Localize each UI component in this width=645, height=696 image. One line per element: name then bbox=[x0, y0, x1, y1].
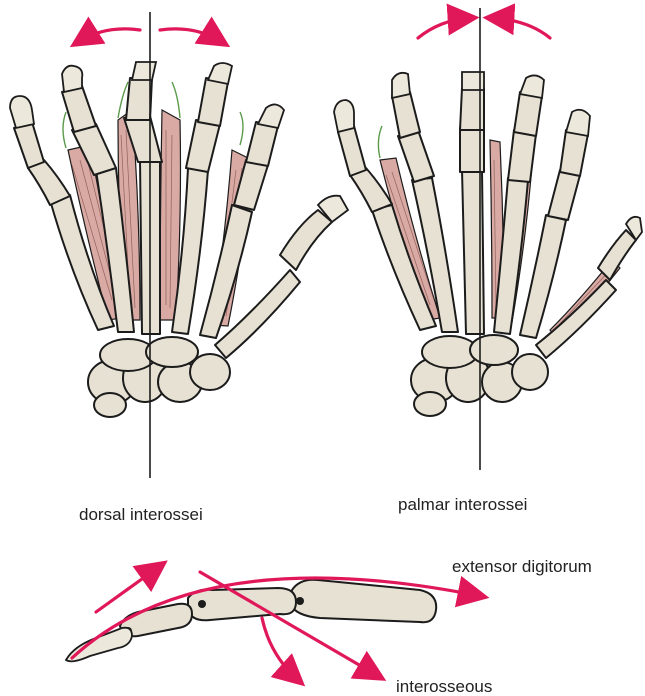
palmar-interossei-label: palmar interossei bbox=[398, 495, 527, 514]
adduction-arrow-left bbox=[418, 18, 470, 38]
abduction-arrow-left bbox=[78, 29, 140, 42]
abduction-arrow-right bbox=[160, 29, 222, 42]
interosseous-label: interosseous bbox=[396, 677, 492, 696]
extension-direction-arrow bbox=[96, 566, 160, 612]
dorsal-interossei-label: dorsal interossei bbox=[79, 505, 203, 524]
palmar-phalanges bbox=[334, 72, 642, 280]
extensor-digitorum-label: extensor digitorum bbox=[452, 557, 592, 576]
dorsal-carpals bbox=[88, 337, 230, 417]
finger-lateral-illustration bbox=[66, 566, 480, 680]
adduction-arrow-right bbox=[492, 18, 550, 38]
palmar-hand-illustration bbox=[334, 8, 642, 470]
dorsal-hand-illustration bbox=[10, 12, 348, 478]
